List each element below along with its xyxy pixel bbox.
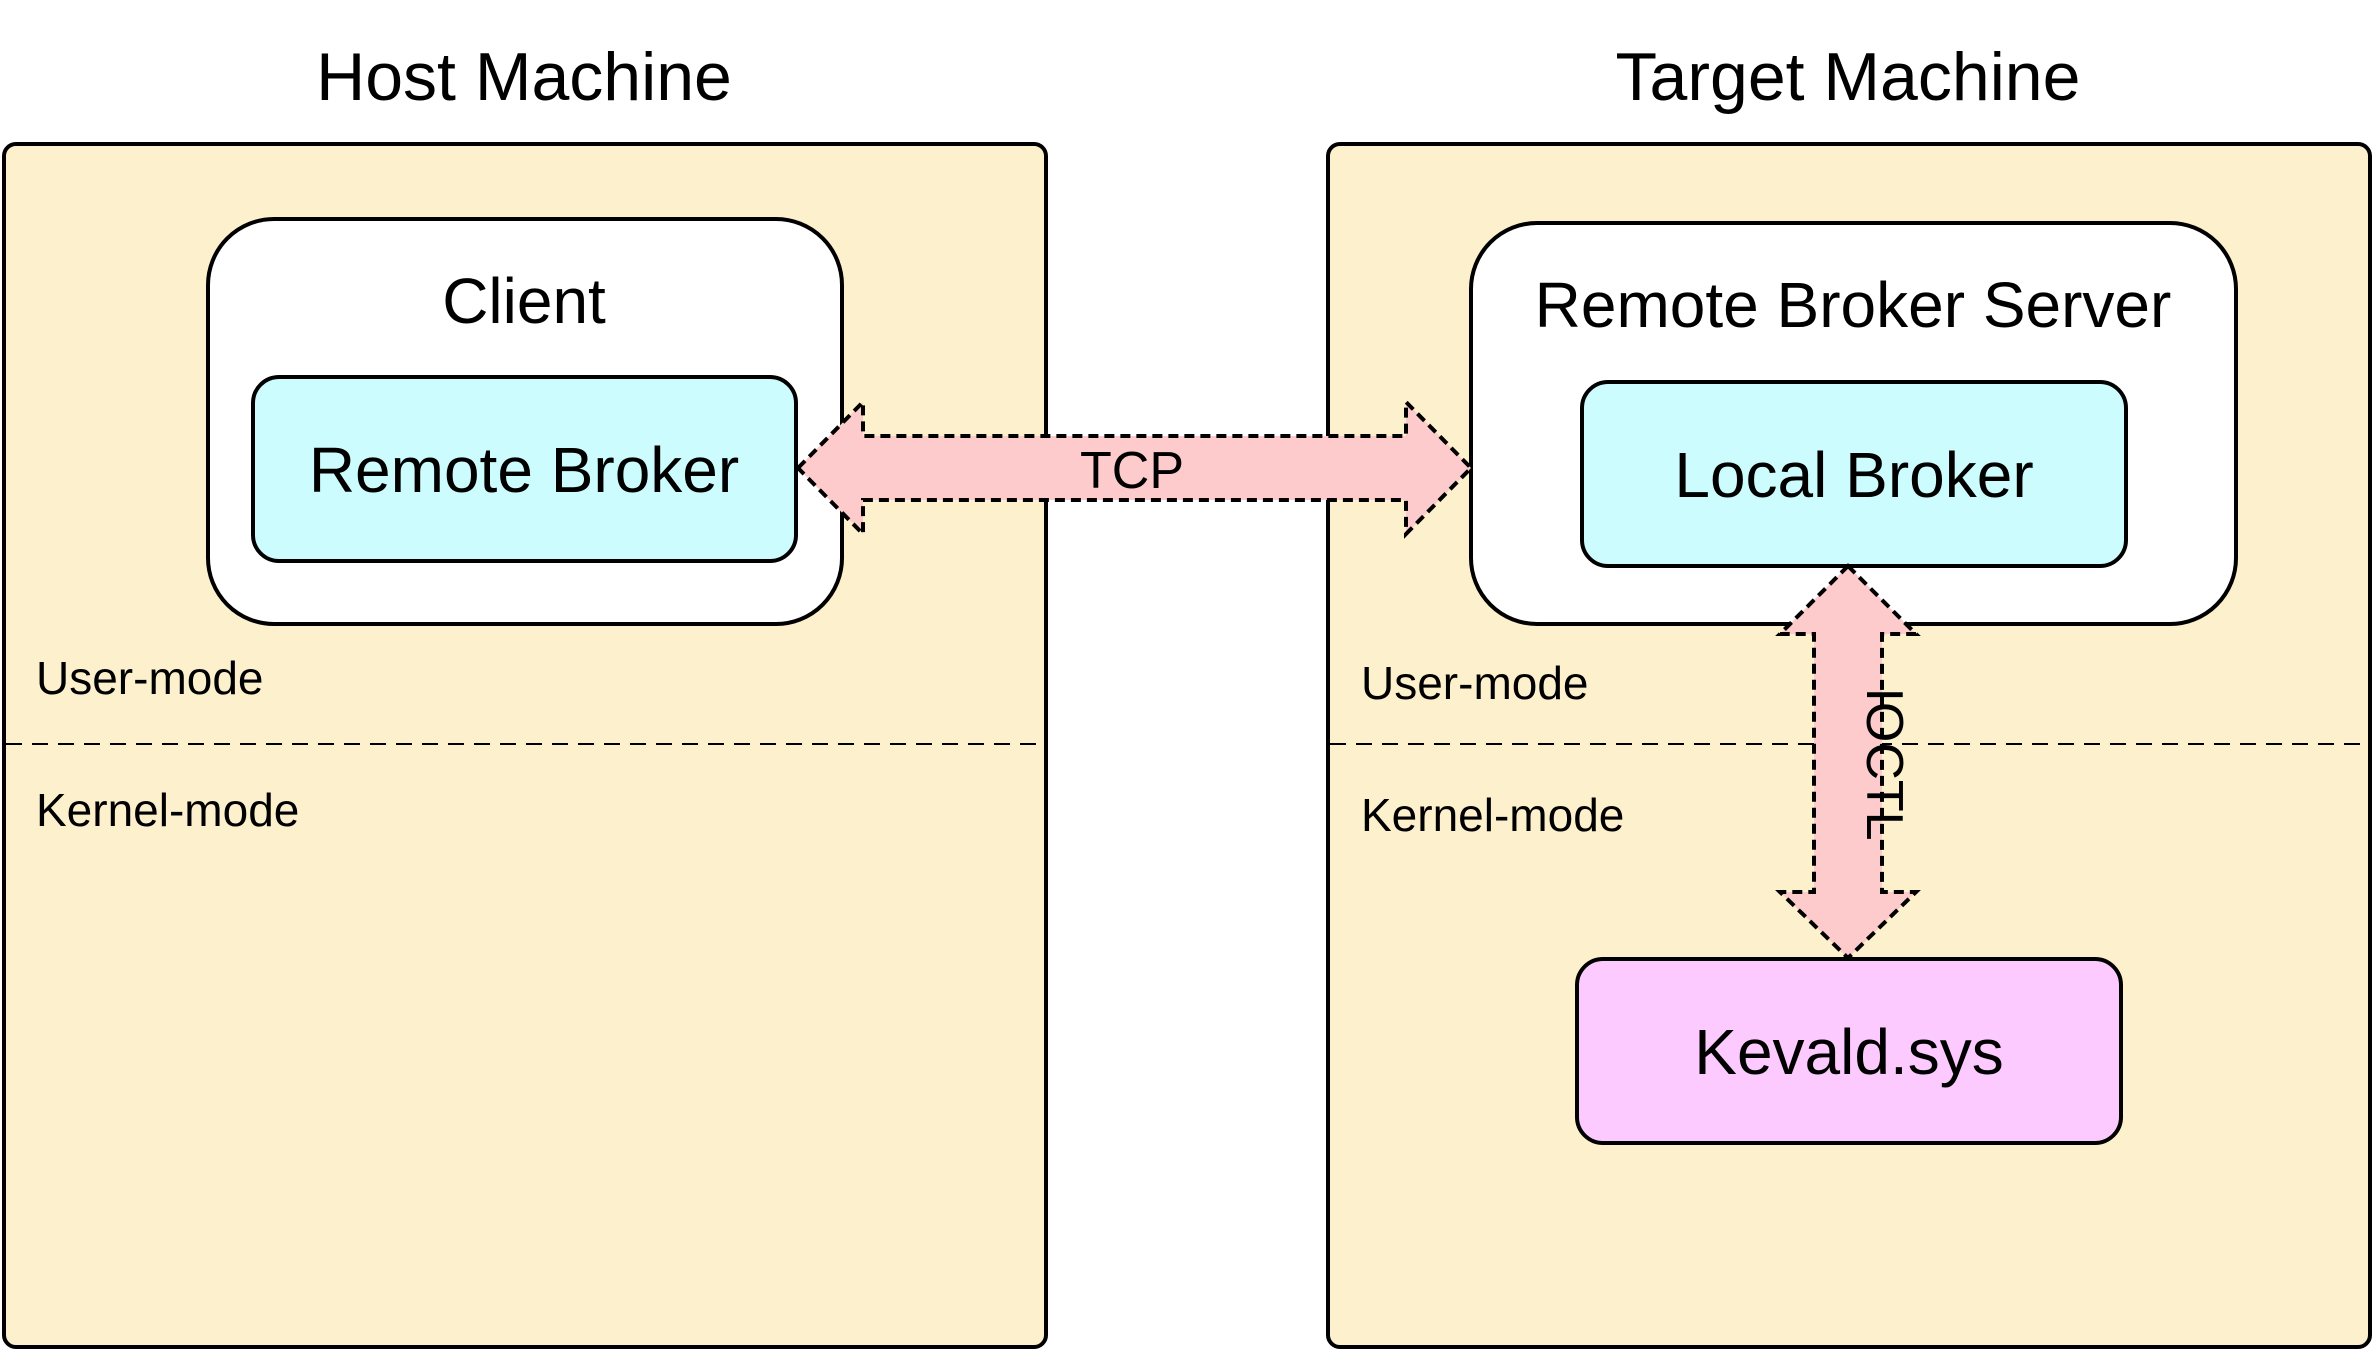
tcp-label: TCP (1080, 442, 1184, 500)
kevald-sys-label: Kevald.sys (1694, 1016, 2003, 1088)
host-kernel-mode-label: Kernel-mode (36, 784, 299, 836)
client-title: Client (442, 265, 606, 337)
local-broker-label: Local Broker (1674, 439, 2033, 511)
ioctl-label: IOCTL (1855, 687, 1913, 840)
host-machine-title: Host Machine (316, 39, 732, 115)
local-broker-box (1580, 380, 2128, 568)
target-machine-title: Target Machine (1616, 39, 2081, 115)
remote-broker-box (251, 375, 798, 563)
host-user-mode-label: User-mode (36, 652, 264, 704)
tcp-double-arrow (795, 397, 1474, 539)
target-kernel-mode-label: Kernel-mode (1361, 789, 1624, 841)
ioctl-double-arrow (1775, 563, 1921, 961)
remote-broker-label: Remote Broker (309, 434, 739, 506)
remote-broker-server-title: Remote Broker Server (1535, 269, 2172, 341)
target-user-mode-label: User-mode (1361, 657, 1589, 709)
